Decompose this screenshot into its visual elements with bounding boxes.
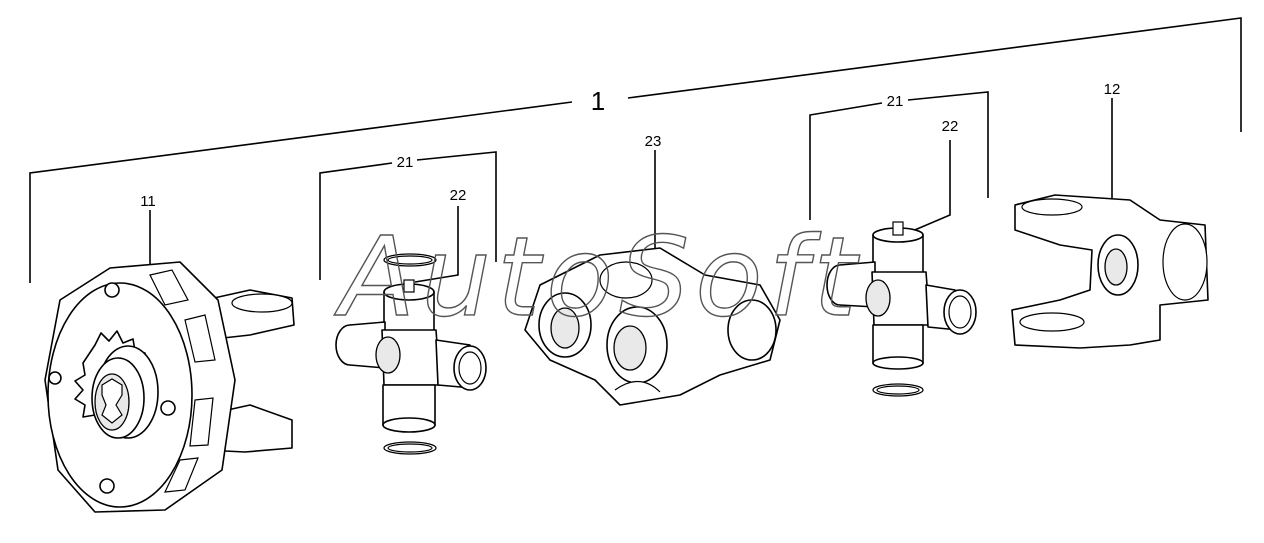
flange-yoke-part: [44, 261, 295, 513]
journal-kit-right-bracket: [809, 91, 989, 233]
callout-22-left: 22: [450, 187, 467, 204]
callout-1: 1: [591, 86, 605, 116]
center-yoke-part: [524, 247, 781, 406]
callout-22-right: 22: [942, 118, 959, 135]
callout-21-right: 21: [887, 93, 904, 110]
callout-11: 11: [140, 193, 156, 210]
assembly-bracket: [29, 17, 1242, 283]
left-bearing-part: [383, 253, 437, 455]
watermark: AutoSoft: [334, 213, 862, 341]
left-ujoint-cross: [335, 279, 487, 433]
callout-12: 12: [1104, 81, 1121, 98]
journal-kit-left-bracket: [319, 151, 497, 283]
right-ujoint-cross: [826, 221, 977, 397]
callout-23: 23: [645, 133, 662, 150]
callout-21-left: 21: [397, 154, 414, 171]
slip-yoke-part: [1011, 194, 1209, 349]
